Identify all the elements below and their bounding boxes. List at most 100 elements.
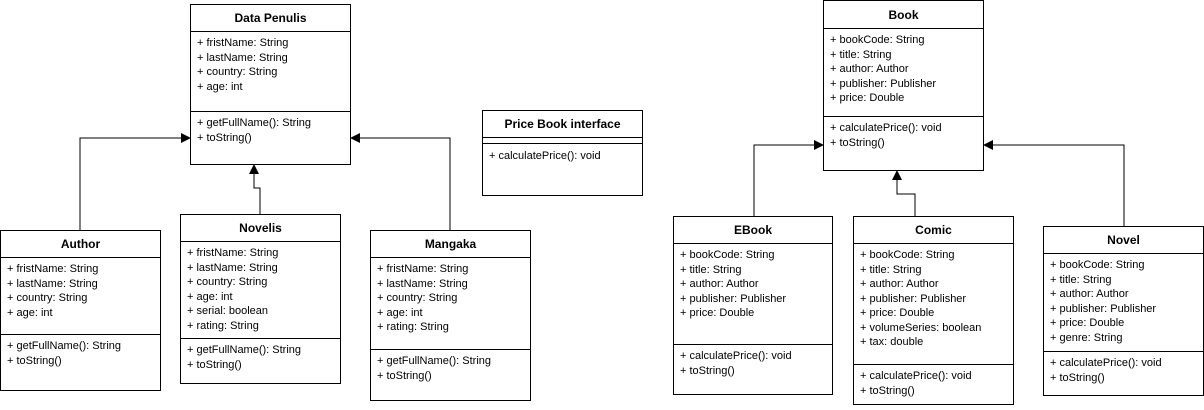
class-attributes: + bookCode: String + title: String + aut… [1044, 254, 1203, 352]
operation: + toString() [197, 131, 252, 144]
operation: + toString() [1050, 371, 1105, 384]
attribute: + fristName: String [7, 263, 99, 275]
operation: + toString() [377, 369, 432, 382]
attribute: + price: Double [1050, 317, 1125, 329]
class-novelis[interactable]: Novelis + fristName: String + lastName: … [180, 214, 341, 384]
class-attributes: + bookCode: String + title: String + aut… [824, 29, 983, 117]
class-name: Comic [854, 217, 1013, 244]
operation: + toString() [7, 354, 62, 367]
class-attributes: + bookCode: String + title: String + aut… [674, 244, 832, 345]
operation: + getFullName(): String [377, 355, 492, 367]
attribute: + age: int [7, 306, 53, 319]
attribute: + bookCode: String [680, 249, 775, 261]
class-operations: + calculatePrice(): void + toString() [1044, 352, 1203, 385]
attribute: + age: int [197, 80, 243, 93]
attribute: + fristName: String [377, 263, 469, 275]
class-novel[interactable]: Novel + bookCode: String + title: String… [1043, 226, 1204, 396]
attribute: + rating: String [377, 321, 449, 333]
class-mangaka[interactable]: Mangaka + fristName: String + lastName: … [370, 230, 531, 401]
operation: + toString() [187, 358, 242, 371]
class-attributes: + fristName: String + lastName: String +… [1, 258, 160, 335]
attribute: + serial: boolean [187, 305, 269, 317]
attribute: + publisher: Publisher [1050, 302, 1157, 315]
class-comic[interactable]: Comic + bookCode: String + title: String… [853, 216, 1014, 405]
class-attributes: + bookCode: String + title: String + aut… [854, 244, 1013, 365]
operation: + calculatePrice(): void [1050, 357, 1162, 369]
operation: + toString() [830, 136, 885, 149]
class-book[interactable]: Book + bookCode: String + title: String … [823, 0, 984, 171]
operation: + calculatePrice(): void [830, 122, 942, 134]
class-data-penulis[interactable]: Data Penulis + fristName: String + lastN… [190, 4, 351, 165]
relation-ebook-to-book [753, 140, 824, 216]
operation: + calculatePrice(): void [489, 150, 601, 162]
attribute: + age: int [187, 290, 233, 303]
attribute: + lastName: String [197, 51, 288, 64]
attribute: + author: Author [1050, 288, 1129, 300]
class-name: Mangaka [371, 231, 530, 258]
relation-novel-to-book [983, 140, 1125, 226]
class-operations: + getFullName(): String + toString() [371, 350, 530, 383]
class-ebook[interactable]: EBook + bookCode: String + title: String… [673, 216, 833, 395]
class-operations: + getFullName(): String + toString() [191, 112, 350, 145]
operation: + toString() [860, 384, 915, 397]
attribute: + lastName: String [7, 277, 98, 290]
attribute: + fristName: String [187, 247, 279, 259]
operation: + getFullName(): String [7, 340, 122, 352]
attribute: + age: int [377, 306, 423, 319]
attribute: + author: Author [860, 278, 939, 290]
class-name: Author [1, 231, 160, 258]
interface-price-book[interactable]: Price Book interface + calculatePrice():… [482, 110, 643, 196]
attribute: + title: String [830, 48, 892, 61]
attribute: + author: Author [680, 278, 759, 290]
relation-author-to-data-penulis [79, 133, 191, 230]
operation: + getFullName(): String [187, 344, 302, 356]
relation-novelis-to-data-penulis [249, 164, 261, 214]
attribute: + bookCode: String [830, 34, 925, 46]
attribute: + genre: String [1050, 331, 1123, 344]
operation: + calculatePrice(): void [680, 350, 792, 362]
attribute: + country: String [7, 292, 88, 304]
relation-comic-to-book [892, 170, 916, 216]
class-operations: + calculatePrice(): void [483, 144, 642, 164]
operation: + getFullName(): String [197, 117, 312, 129]
attribute: + volumeSeries: boolean [860, 321, 982, 334]
attribute: + author: Author [830, 63, 909, 75]
operation: + toString() [680, 364, 735, 377]
attribute: + country: String [197, 66, 278, 78]
class-operations: + calculatePrice(): void + toString() [854, 365, 1013, 398]
attribute: + price: Double [680, 307, 755, 319]
operation: + calculatePrice(): void [860, 370, 972, 382]
attribute: + title: String [860, 263, 922, 276]
class-operations: + getFullName(): String + toString() [181, 339, 340, 372]
attribute: + lastName: String [377, 277, 468, 290]
attribute: + publisher: Publisher [680, 292, 787, 305]
attribute: + country: String [377, 292, 458, 304]
class-attributes: + fristName: String + lastName: String +… [371, 258, 530, 350]
attribute: + price: Double [830, 92, 905, 104]
attribute: + lastName: String [187, 261, 278, 274]
class-name: EBook [674, 217, 832, 244]
attribute: + title: String [680, 263, 742, 276]
class-name: Novel [1044, 227, 1203, 254]
class-operations: + getFullName(): String + toString() [1, 335, 160, 368]
attribute: + title: String [1050, 273, 1112, 286]
attribute: + fristName: String [197, 37, 289, 49]
attribute: + publisher: Publisher [830, 77, 937, 90]
attribute: + country: String [187, 276, 268, 288]
relation-mangaka-to-data-penulis [350, 133, 451, 230]
class-name: Price Book interface [483, 111, 642, 138]
class-attributes [483, 138, 642, 144]
attribute: + price: Double [860, 307, 935, 319]
attribute: + tax: double [860, 336, 924, 348]
class-attributes: + fristName: String + lastName: String +… [191, 32, 350, 112]
class-name: Novelis [181, 215, 340, 242]
attribute: + bookCode: String [1050, 259, 1145, 271]
class-name: Data Penulis [191, 5, 350, 32]
attribute: + bookCode: String [860, 249, 955, 261]
class-name: Book [824, 1, 983, 29]
attribute: + rating: String [187, 319, 259, 332]
class-operations: + calculatePrice(): void + toString() [674, 345, 832, 378]
class-author[interactable]: Author + fristName: String + lastName: S… [0, 230, 161, 391]
class-attributes: + fristName: String + lastName: String +… [181, 242, 340, 339]
